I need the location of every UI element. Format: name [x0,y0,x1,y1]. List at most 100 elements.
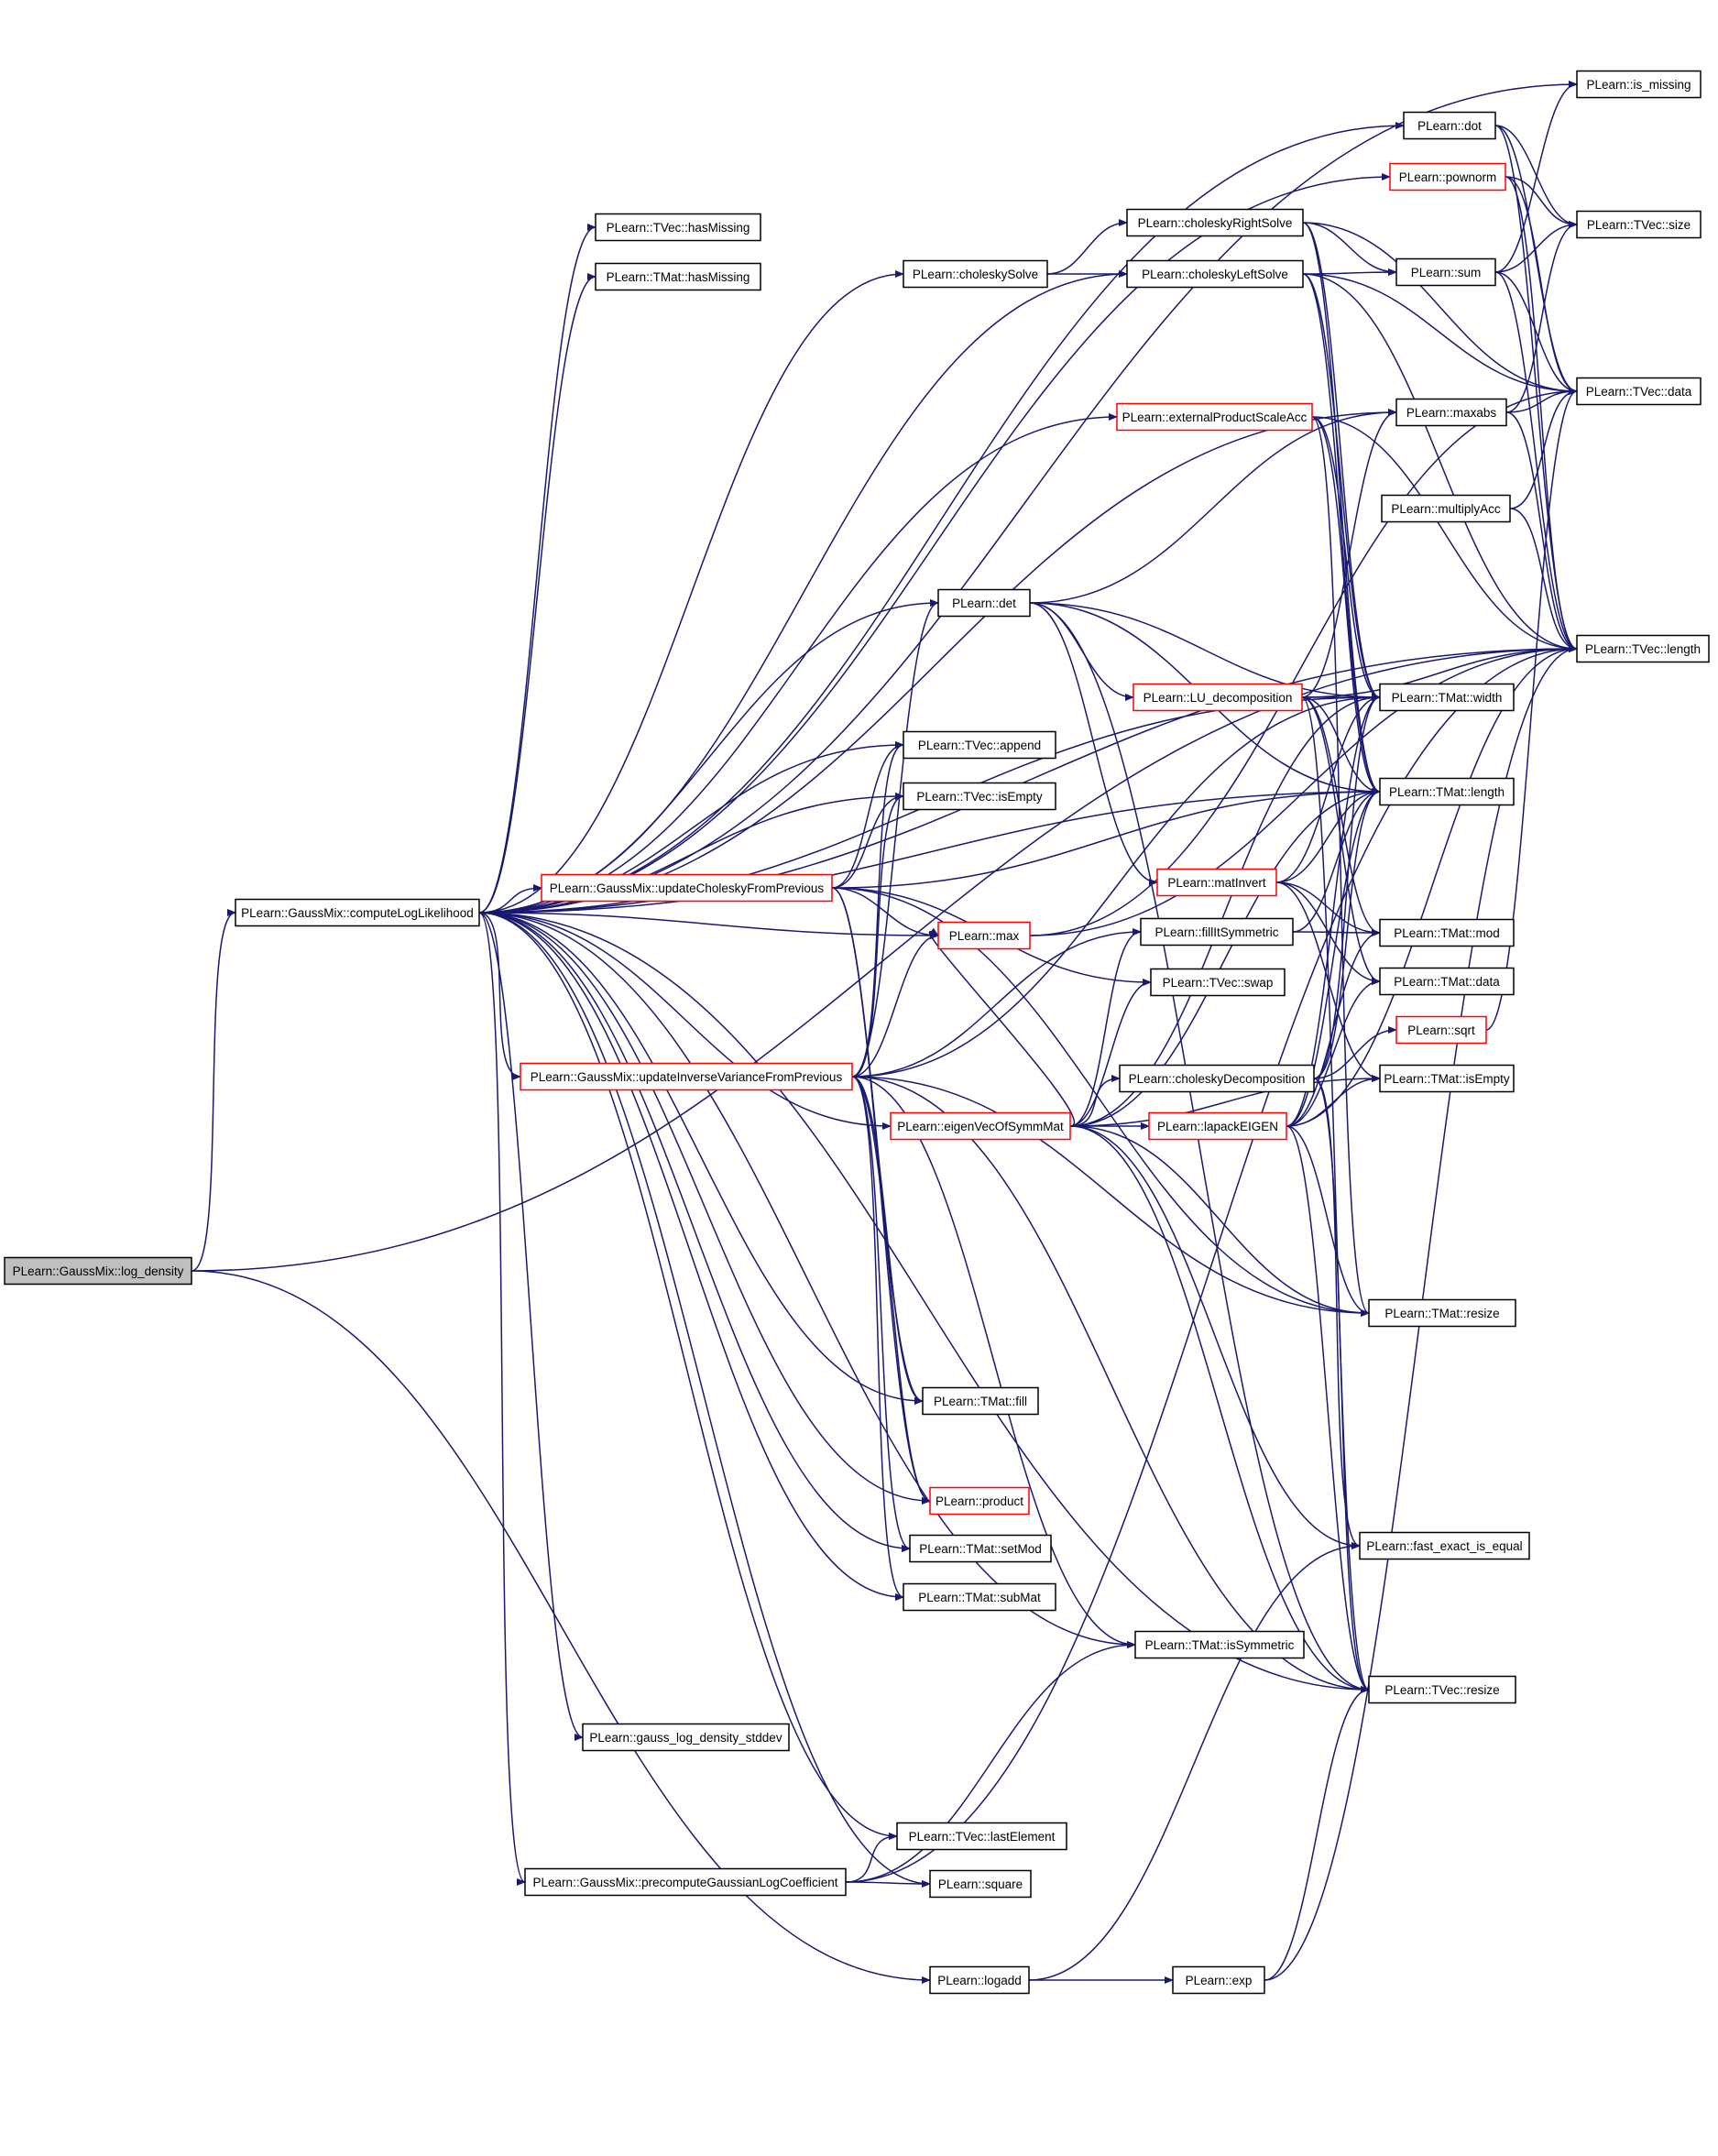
node-evsm[interactable]: PLearn::eigenVecOfSymmMat [890,1111,1071,1141]
node-fexact[interactable]: PLearn::fast_exact_is_equal [1359,1531,1530,1560]
node-lapack[interactable]: PLearn::lapackEIGEN [1148,1111,1287,1141]
node-box [595,213,761,242]
edge-uivfp-to-setmod [851,1076,911,1552]
node-box [582,1723,790,1752]
node-label: PLearn::logadd [937,1974,1022,1987]
node-tvec_data[interactable]: PLearn::TVec::data [1576,377,1702,406]
node-gaussld[interactable]: PLearn::gauss_log_density_stddev [582,1723,790,1752]
node-product[interactable]: PLearn::product [929,1486,1030,1516]
node-tmat_resize[interactable]: PLearn::TMat::resize [1368,1298,1516,1328]
edge-det-to-matinvert [1029,602,1158,886]
node-pglc[interactable]: PLearn::GaussMix::precomputeGaussianLogC… [524,1867,847,1897]
edge-lu-to-tmat_length [1301,696,1381,795]
node-setmod[interactable]: PLearn::TMat::setMod [909,1534,1052,1563]
node-tmat_hasMissing[interactable]: PLearn::TMat::hasMissing [595,262,761,291]
node-pownorm[interactable]: PLearn::pownorm [1389,162,1506,192]
node-append[interactable]: PLearn::TVec::append [903,730,1056,760]
node-label: PLearn::TMat::isEmpty [1384,1072,1510,1086]
node-label: PLearn::TMat::setMod [919,1542,1042,1556]
edge-crs-to-tmat_length [1302,222,1381,795]
node-box [1403,111,1496,140]
node-tmat_width[interactable]: PLearn::TMat::width [1379,683,1515,712]
node-box [1150,968,1286,997]
node-label: PLearn::externalProductScaleAcc [1122,410,1308,424]
node-cls[interactable]: PLearn::choleskyLeftSolve [1126,259,1304,289]
node-box [1576,634,1710,663]
node-tvec_size[interactable]: PLearn::TVec::size [1576,210,1702,239]
node-label: PLearn::choleskySolve [913,268,1038,281]
node-box [595,262,761,291]
node-logadd[interactable]: PLearn::logadd [929,1965,1030,1995]
node-root[interactable]: PLearn::GaussMix::log_density [4,1256,192,1286]
edge-lapack-to-tmat_isEmpty [1286,1075,1381,1127]
node-exp[interactable]: PLearn::exp [1172,1965,1265,1995]
edge-ucfp-to-tmat_resize [831,887,1370,1317]
edge-cls-to-tmat_width [1302,273,1381,701]
node-tmat_data[interactable]: PLearn::TMat::data [1379,967,1515,996]
node-label: PLearn::TVec::swap [1163,976,1274,990]
node-label: PLearn::GaussMix::precomputeGaussianLogC… [533,1876,838,1889]
edge-cll-to-product [478,912,931,1505]
edge-det-to-tvec_resize [1029,602,1370,1693]
node-max[interactable]: PLearn::max [937,921,1031,950]
node-maxabs[interactable]: PLearn::maxabs [1395,398,1507,427]
node-matinvert[interactable]: PLearn::matInvert [1156,868,1277,897]
node-submat[interactable]: PLearn::TMat::subMat [903,1582,1056,1612]
edge-ucfp-to-tmat_length [831,788,1381,889]
edge-matinvert-to-tmat_mod [1275,881,1381,936]
node-crs[interactable]: PLearn::choleskyRightSolve [1126,208,1304,237]
node-sum[interactable]: PLearn::sum [1395,257,1496,287]
node-uivfp[interactable]: PLearn::GaussMix::updateInverseVarianceF… [520,1062,853,1091]
edge-pglc-to-lastel [845,1833,898,1883]
node-swap[interactable]: PLearn::TVec::swap [1150,968,1286,997]
node-issym[interactable]: PLearn::TMat::isSymmetric [1134,1630,1305,1659]
edge-maxabs-to-tvec_length [1505,411,1578,652]
node-label: PLearn::GaussMix::updateInverseVarianceF… [531,1070,843,1084]
node-square[interactable]: PLearn::square [929,1869,1032,1899]
node-dot[interactable]: PLearn::dot [1403,111,1496,140]
node-tvec_isEmpty[interactable]: PLearn::TVec::isEmpty [903,782,1056,811]
node-box [1359,1531,1530,1560]
edge-cll-to-setmod [478,912,911,1552]
node-label: PLearn::sqrt [1407,1023,1475,1037]
node-tvec_resize[interactable]: PLearn::TVec::resize [1368,1675,1516,1704]
edge-lu-to-tmat_mod [1301,696,1381,936]
edge-lu-to-maxabs [1301,409,1397,698]
node-det[interactable]: PLearn::det [937,588,1031,618]
node-tmat_length[interactable]: PLearn::TMat::length [1379,777,1515,806]
node-sqrt[interactable]: PLearn::sqrt [1395,1015,1487,1045]
edge-cls-to-tmat_length [1302,273,1381,795]
edge-cll-to-ucfp [478,884,542,914]
edge-sum-to-tvec_length [1494,271,1578,652]
node-fillsym[interactable]: PLearn::fillItSymmetric [1140,917,1294,947]
edge-lu-to-tvec_length [1301,645,1578,698]
edge-uivfp-to-append [851,741,904,1078]
node-lastel[interactable]: PLearn::TVec::lastElement [896,1822,1067,1851]
edge-evsm-to-fexact [1069,1125,1361,1549]
node-box [903,259,1048,289]
node-lu[interactable]: PLearn::LU_decomposition [1133,683,1303,712]
node-label: PLearn::TVec::append [918,739,1041,752]
edge-matinvert-to-tmat_isEmpty [1275,881,1381,1082]
node-tmat_mod[interactable]: PLearn::TMat::mod [1379,918,1515,947]
node-multacc[interactable]: PLearn::multiplyAcc [1381,494,1511,523]
node-label: PLearn::choleskyLeftSolve [1142,268,1288,281]
node-cs[interactable]: PLearn::choleskySolve [903,259,1048,289]
edge-evsm-to-tvec_resize [1069,1125,1370,1693]
node-tvec_hasMissing[interactable]: PLearn::TVec::hasMissing [595,213,761,242]
edge-ucfp-to-max [831,887,939,939]
node-chold[interactable]: PLearn::choleskyDecomposition [1119,1064,1315,1093]
node-ucfp[interactable]: PLearn::GaussMix::updateCholeskyFromPrev… [541,873,833,903]
node-is_missing[interactable]: PLearn::is_missing [1576,70,1702,99]
node-box [1148,1111,1287,1141]
node-fill[interactable]: PLearn::TMat::fill [922,1386,1039,1416]
node-box [937,921,1031,950]
node-box [896,1822,1067,1851]
node-label: PLearn::TMat::mod [1394,926,1500,940]
node-tmat_isEmpty[interactable]: PLearn::TMat::isEmpty [1379,1064,1515,1093]
node-cll[interactable]: PLearn::GaussMix::computeLogLikelihood [235,898,480,927]
node-box [1395,257,1496,287]
node-box [929,1869,1032,1899]
node-tvec_length[interactable]: PLearn::TVec::length [1576,634,1710,663]
node-epsa[interactable]: PLearn::externalProductScaleAcc [1116,402,1313,432]
